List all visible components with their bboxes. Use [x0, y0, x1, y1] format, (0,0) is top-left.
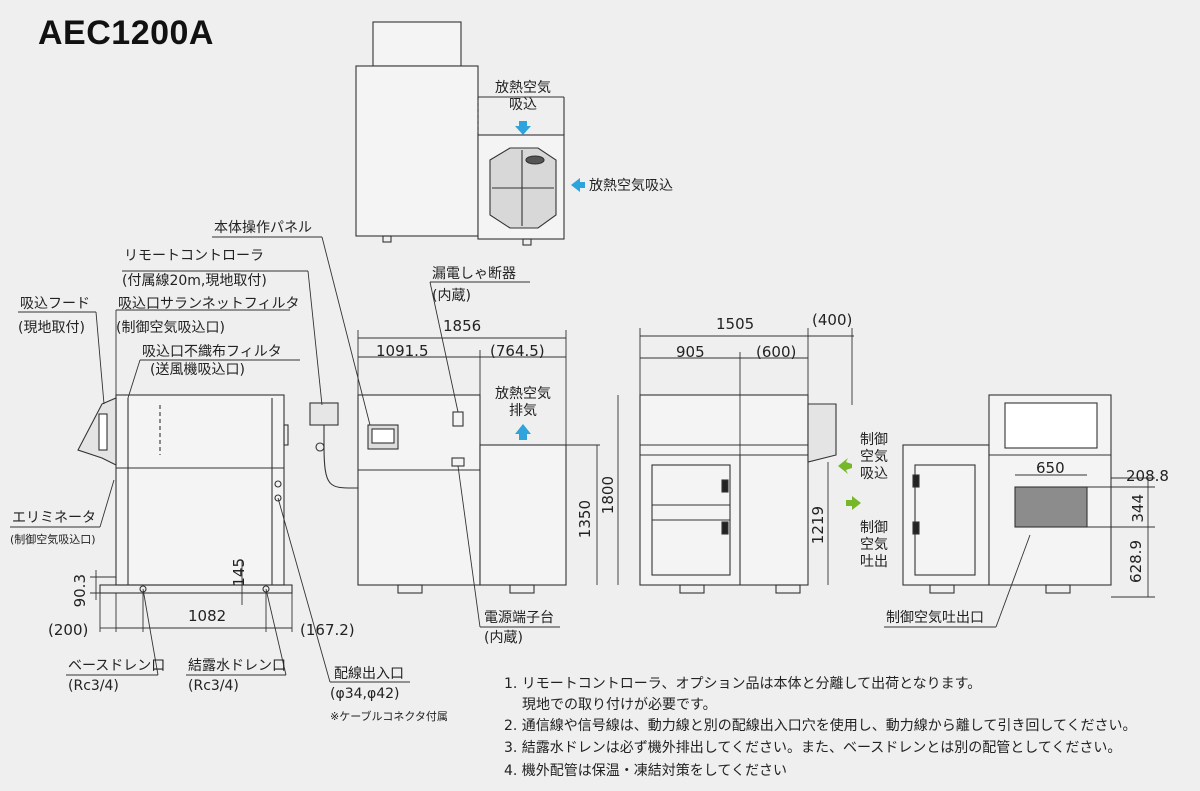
ctrl-intake-label: 制御 空気 吸込 — [860, 432, 888, 482]
note-4: 4. 機外配管は保温・凍結対策をしてください — [504, 763, 787, 779]
model-title: AEC1200A — [38, 14, 214, 52]
base-drain-label: ベースドレン口 — [68, 658, 166, 674]
dim-200: (200) — [48, 621, 89, 639]
dim-628: 628.9 — [1127, 540, 1145, 583]
nonwoven-filter-sub-label: (送風機吸込口) — [150, 362, 245, 378]
terminal-sub-label: (内蔵) — [484, 630, 523, 646]
rear-view — [902, 394, 1112, 594]
airflow-arrows — [515, 121, 861, 510]
cond-drain-label: 結露水ドレン口 — [188, 658, 286, 674]
top-view — [355, 21, 565, 246]
ctrl-outlet-port-label: 制御空気吐出口 — [886, 610, 984, 626]
dim-1350: 1350 — [576, 500, 594, 539]
wiring-label: 配線出入口 — [334, 666, 404, 682]
base-drain-sub-label: (Rc3/4) — [68, 678, 119, 694]
nonwoven-filter-label: 吸込口不織布フィルタ — [142, 344, 282, 360]
body-panel-label: 本体操作パネル — [214, 220, 312, 236]
note-2: 2. 通信線や信号線は、動力線と別の配線出入口穴を使用し、動力線から離して引き回… — [504, 718, 1137, 734]
dim-1082: 1082 — [188, 607, 227, 625]
cond-drain-sub-label: (Rc3/4) — [188, 678, 239, 694]
remote-label: リモートコントローラ — [124, 248, 264, 264]
front-view — [309, 394, 567, 594]
leader-lines — [10, 236, 1031, 683]
dim-145: 145 — [230, 558, 248, 587]
saran-filter-sub-label: (制御空気吸込口) — [116, 320, 225, 336]
right-side-view — [639, 394, 837, 594]
terminal-label: 電源端子台 — [484, 610, 554, 626]
side-heat-intake-label: 放熱空気吸込 — [589, 178, 673, 194]
dim-344: 344 — [1129, 494, 1147, 523]
remote-sub-label: (付属線20m,現地取付) — [122, 273, 267, 289]
dim-400: (400) — [812, 311, 853, 329]
dim-90: 90.3 — [71, 574, 89, 608]
dimension-lines — [90, 328, 1155, 632]
eliminator-sub-label: (制御空気吸込口) — [10, 533, 96, 546]
breaker-label: 漏電しゃ断器 — [432, 266, 516, 282]
note-1b: 現地での取り付けが必要です。 — [522, 697, 717, 713]
dim-764: (764.5) — [490, 342, 545, 360]
eliminator-label: エリミネータ — [12, 510, 96, 526]
dim-1800: 1800 — [599, 476, 617, 515]
dim-650: 650 — [1036, 459, 1065, 477]
dim-208: 208.8 — [1126, 467, 1169, 485]
intake-hood-sub-label: (現地取付) — [18, 320, 85, 336]
wiring-note: ※ケーブルコネクタ付属 — [330, 710, 448, 723]
dim-905: 905 — [676, 343, 705, 361]
note-3: 3. 結露水ドレンは必ず機外排出してください。また、ベースドレンとは別の配管とし… — [504, 740, 1122, 756]
ctrl-outlet-label: 制御 空気 吐出 — [860, 520, 888, 570]
intake-hood-label: 吸込フード — [20, 296, 90, 312]
breaker-sub-label: (内蔵) — [432, 288, 471, 304]
left-side-view — [77, 394, 293, 594]
dim-1091: 1091.5 — [376, 342, 429, 360]
wiring-sub-label: (φ34,φ42) — [330, 686, 400, 702]
dim-167: (167.2) — [300, 621, 355, 639]
heat-exhaust-label: 放熱空気 排気 — [495, 386, 551, 419]
dim-1505: 1505 — [716, 315, 755, 333]
saran-filter-label: 吸込口サランネットフィルタ — [118, 296, 300, 312]
top-heat-intake-label: 放熱空気 吸込 — [495, 80, 551, 113]
note-1: 1. リモートコントローラ、オプション品は本体と分離して出荷となります。 — [504, 676, 982, 692]
dim-1219: 1219 — [809, 506, 827, 545]
dim-1856: 1856 — [443, 317, 482, 335]
dim-600: (600) — [756, 343, 797, 361]
